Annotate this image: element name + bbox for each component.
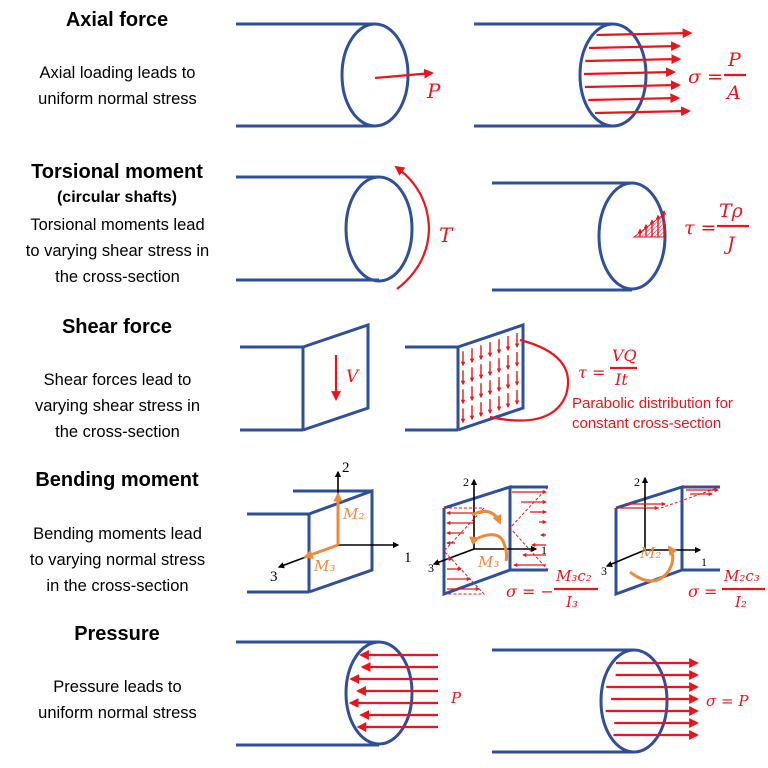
m2-moment-arrow <box>629 545 678 583</box>
formula-denominator: I₂ <box>734 593 747 611</box>
formula-numerator: P <box>727 49 742 71</box>
m2-label: M₂ <box>639 544 661 562</box>
axis-3-label: 3 <box>428 561 434 575</box>
bending-m3-formula: σ = − M₃c₂ I₃ <box>506 567 598 611</box>
formula-numerator: M₂c₃ <box>723 567 760 585</box>
torsion-cylinder-left <box>236 175 414 283</box>
axial-stress-arrows <box>583 28 693 117</box>
axial-cylinder-left <box>236 22 410 128</box>
shear-block-right <box>405 322 525 432</box>
axial-cylinder-right <box>474 22 648 128</box>
axial-stress-formula: σ = P A <box>688 49 746 104</box>
desc-line: in the cross-section <box>46 577 189 595</box>
desc-axial-force: Axial loading leads to uniform normal st… <box>5 60 230 112</box>
torsion-shear-distribution <box>632 210 667 238</box>
axis-1-label: 1 <box>701 555 707 569</box>
formula-numerator: VQ <box>612 346 637 365</box>
desc-line: uniform normal stress <box>38 704 197 722</box>
desc-line: to varying normal stress <box>29 551 206 569</box>
formula-lhs: σ = <box>688 582 717 601</box>
stress-arrow <box>588 93 681 104</box>
pressure-label: P <box>450 689 462 707</box>
heading-bending-moment: Bending moment <box>35 469 199 491</box>
formula-denominator: J <box>723 233 736 255</box>
shear-callout-curve <box>489 338 570 422</box>
pressure-arrows-right <box>605 658 699 740</box>
stress-arrow <box>585 54 682 65</box>
torque-arrow <box>394 165 431 290</box>
formula-denominator: I₃ <box>565 593 578 611</box>
formula-numerator: Tρ <box>719 200 744 222</box>
axis-2-label: 2 <box>634 475 640 489</box>
desc-pressure: Pressure leads to uniform normal stress <box>5 674 230 726</box>
desc-line: Axial loading leads to <box>39 64 196 82</box>
bending-m2-formula: σ = M₂c₃ I₂ <box>688 567 765 611</box>
pressure-cylinder-left <box>236 640 414 747</box>
m3-vector <box>303 543 339 559</box>
heading-torsional-moment: Torsional moment <box>31 161 203 183</box>
pressure-cylinder-right <box>492 648 669 754</box>
pressure-formula: σ = P <box>706 692 749 710</box>
m2-label: M₂ <box>342 505 364 523</box>
formula-lhs: τ = <box>578 363 605 382</box>
axis-2-label: 2 <box>463 475 469 489</box>
shear-block-left <box>240 322 370 432</box>
pressure-arrows-left <box>348 650 438 732</box>
desc-line: Pressure leads to <box>53 678 182 696</box>
desc-bending-moment: Bending moments lead to varying normal s… <box>5 521 230 599</box>
desc-line: uniform normal stress <box>38 90 197 108</box>
axis-1-label: 1 <box>404 550 412 566</box>
bending-m3-block: 2 1 3 M₃ <box>428 475 549 597</box>
stress-arrow <box>596 28 693 39</box>
axis-2-label: 2 <box>342 460 350 476</box>
axis-3-label: 3 <box>270 569 278 585</box>
axial-force-label: P <box>426 79 441 103</box>
m3-moment-arrow <box>469 533 509 562</box>
formula-numerator: M₃c₂ <box>555 567 592 585</box>
heading-shear-force: Shear force <box>61 316 173 338</box>
shear-stress-arrows <box>460 333 520 424</box>
stress-arrow <box>594 106 691 117</box>
axis-1-label: 1 <box>541 543 547 557</box>
bending-m2-block: 2 1 3 M₂ <box>601 475 721 597</box>
m3-label: M₃ <box>477 553 499 571</box>
desc-line: Shear forces lead to <box>43 371 192 389</box>
desc-torsional-moment: Torsional moments lead to varying shear … <box>5 212 230 290</box>
formula-denominator: A <box>725 82 741 104</box>
torsion-cylinder-right <box>492 181 667 292</box>
axis-3-label: 3 <box>601 564 607 578</box>
desc-line: Bending moments lead <box>33 525 202 543</box>
desc-line: varying shear stress in <box>34 397 201 415</box>
stress-arrow <box>583 67 676 78</box>
heading-pressure: Pressure <box>74 623 160 645</box>
shear-force-label: V <box>346 367 360 387</box>
stress-arrow <box>588 41 681 52</box>
formula-lhs: τ = <box>684 217 716 239</box>
formula-lhs: σ = <box>688 66 723 88</box>
formula-lhs: σ = − <box>506 582 554 601</box>
subheading-circular-shafts: (circular shafts) <box>56 189 178 206</box>
desc-line: to varying shear stress in <box>25 242 210 260</box>
bending-block-axes: 2 1 3 M₂ M₃ <box>247 460 412 594</box>
torque-label: T <box>439 223 454 247</box>
desc-line: Torsional moments lead <box>30 216 205 234</box>
shear-note-line: Parabolic distribution for <box>572 395 733 412</box>
heading-axial-force: Axial force <box>65 9 169 31</box>
stress-arrow <box>584 80 681 91</box>
torsion-stress-formula: τ = Tρ J <box>684 200 749 255</box>
shear-note-line: constant cross-section <box>572 415 721 432</box>
m3-label: M₃ <box>313 557 335 575</box>
desc-line: the cross-section <box>55 268 180 286</box>
m3-return-arrow <box>471 509 502 525</box>
axial-force-arrow <box>374 68 434 80</box>
shear-stress-formula: τ = VQ It <box>578 346 637 389</box>
formula-denominator: It <box>614 370 628 389</box>
desc-line: the cross-section <box>55 423 180 441</box>
desc-shear-force: Shear forces lead to varying shear stres… <box>5 367 230 445</box>
